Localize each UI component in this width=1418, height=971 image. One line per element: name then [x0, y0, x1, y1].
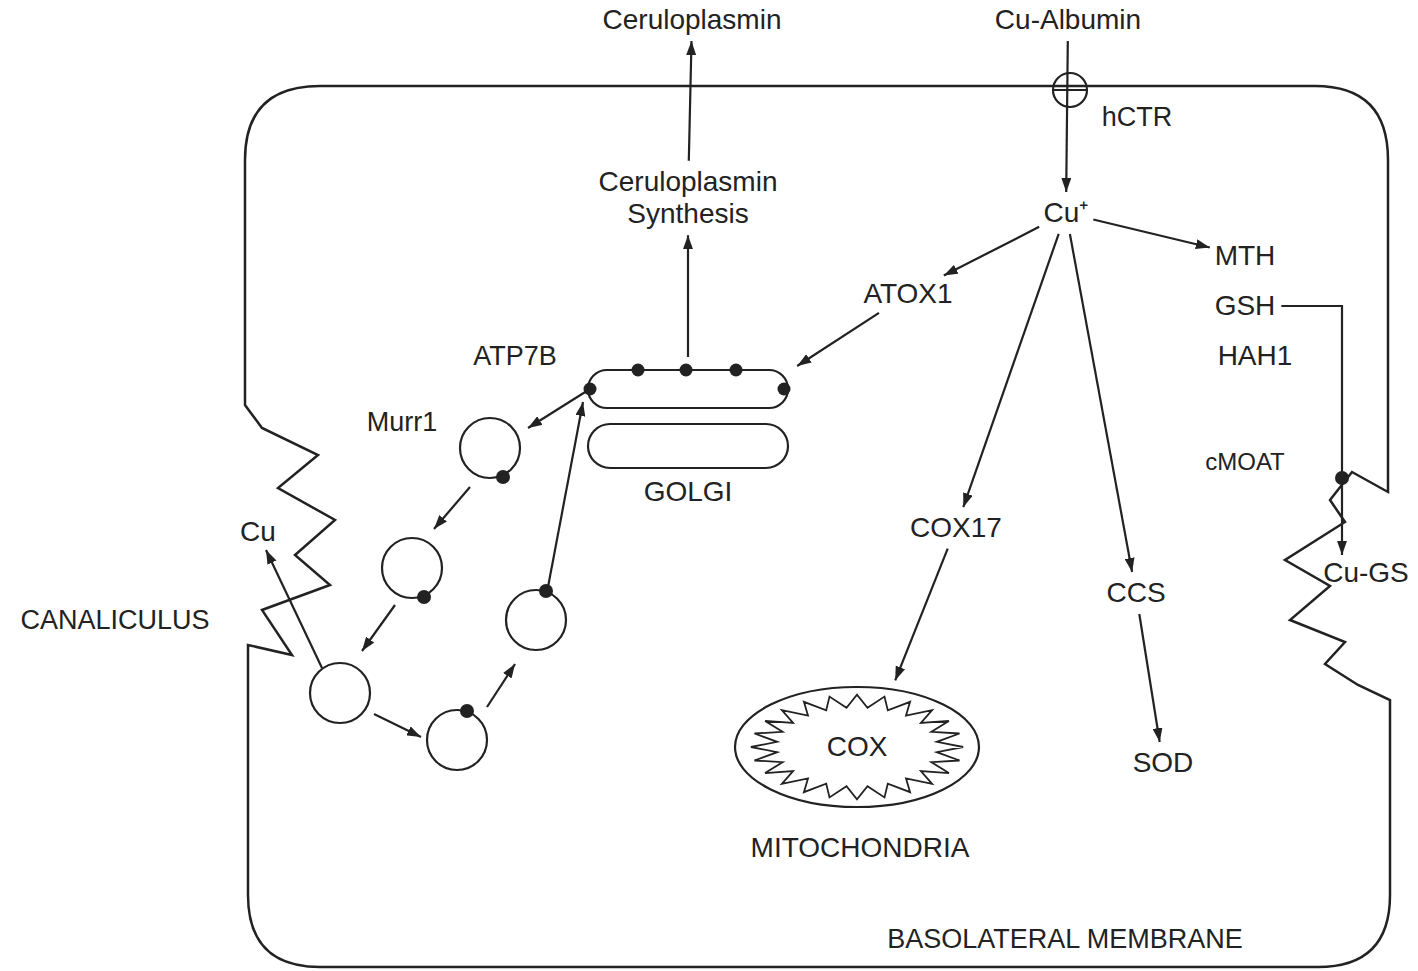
golgi-apparatus: GOLGI [583, 362, 793, 512]
vesicle-arrow [548, 402, 583, 587]
membrane-label: BASOLATERAL MEMBRANE [887, 924, 1243, 955]
node-text: Ceruloplasmin [603, 4, 782, 36]
chaperone-label: MTH [1215, 240, 1276, 272]
arrow-connector [895, 549, 948, 681]
chaperone-label: CCS [1106, 577, 1165, 609]
arrow-connector [1281, 306, 1342, 555]
arrow-connector [944, 227, 1039, 276]
node-text: MTH [1215, 240, 1276, 272]
cmoat-dot [1335, 471, 1349, 485]
part-label: Cu [240, 516, 276, 548]
node-text: CCS [1106, 577, 1165, 609]
cell-membrane [245, 86, 1390, 967]
atp7b-dots [417, 470, 553, 718]
vesicle-arrow [374, 714, 421, 737]
chaperone-label: COX17 [910, 512, 1002, 544]
part-label: Murr1 [367, 407, 438, 438]
protein-label: Cu-Albumin [995, 4, 1141, 36]
node-text: ATOX1 [863, 278, 952, 310]
atp7b-dot [584, 383, 597, 396]
protein-label: Ceruloplasmin [603, 4, 782, 36]
arrow-connector [963, 234, 1058, 507]
complex-label: Cu-GS [1323, 557, 1409, 589]
part-label: cMOAT [1205, 448, 1285, 476]
node-text: HAH1 [1218, 340, 1293, 372]
enzyme-label: COX [827, 731, 888, 763]
atp7b-dot [539, 584, 553, 598]
organelle-label: MITOCHONDRIA [751, 832, 970, 864]
vesicle [310, 663, 370, 723]
vesicle-arrow [362, 605, 395, 651]
arrow-connector [687, 235, 689, 357]
vesicle [427, 710, 487, 770]
mitochondrion: COX MITOCHONDRIA [725, 685, 990, 865]
atp7b-dot [730, 364, 743, 377]
vesicle [382, 538, 442, 598]
vesicle-cycle [266, 389, 590, 770]
node-text: COX17 [910, 512, 1002, 544]
node-text: Ceruloplasmin Synthesis [568, 166, 808, 230]
golgi-label: GOLGI [644, 476, 733, 508]
copper-ion: Cu⁺ [1044, 197, 1089, 229]
part-label: ATP7B [473, 341, 557, 372]
cristae [751, 695, 963, 799]
node-text: GSH [1215, 290, 1276, 322]
process-label: Ceruloplasmin Synthesis [568, 166, 808, 230]
atp7b-dot [632, 364, 645, 377]
arrow-connector [797, 313, 879, 366]
vesicle [506, 590, 566, 650]
hctr-transporter [1053, 73, 1087, 107]
node-text: SOD [1133, 747, 1194, 779]
vesicle-arrow [434, 487, 470, 529]
part-label: hCTR [1102, 102, 1173, 133]
arrow-connector [1066, 41, 1068, 192]
arrow-connector [1070, 234, 1132, 572]
vesicle-arrow [487, 664, 515, 707]
chaperone-label: GSH [1215, 290, 1276, 322]
atp7b-dot [680, 364, 693, 377]
atp7b-dot [417, 590, 431, 604]
outer-membrane [735, 687, 979, 807]
vesicle [460, 418, 520, 478]
node-text: Cu-GS [1323, 557, 1409, 589]
atp7b-dot [496, 470, 510, 484]
part-label: CANALICULUS [20, 605, 209, 636]
hepatocyte-cell: BASOLATERAL MEMBRANE Cu⁺ Ceruloplasmin Syn… [245, 85, 1390, 968]
atp7b-dot [460, 704, 474, 718]
transporter-circle [1053, 73, 1087, 107]
copper-excretion-arrow [266, 550, 322, 668]
atp7b-dot [778, 383, 791, 396]
vesicle-arrow [528, 389, 590, 428]
arrow-connector [1139, 614, 1159, 742]
golgi-cisterna [588, 424, 788, 468]
enzyme-label: SOD [1133, 747, 1194, 779]
chaperone-label: HAH1 [1218, 340, 1293, 372]
transporter-bar [1053, 89, 1087, 91]
arrow-connector [1093, 220, 1210, 248]
chaperone-label: ATOX1 [863, 278, 952, 310]
arrow-connector [689, 41, 692, 161]
node-text: Cu⁺ [1044, 197, 1089, 229]
node-text: Cu-Albumin [995, 4, 1141, 36]
